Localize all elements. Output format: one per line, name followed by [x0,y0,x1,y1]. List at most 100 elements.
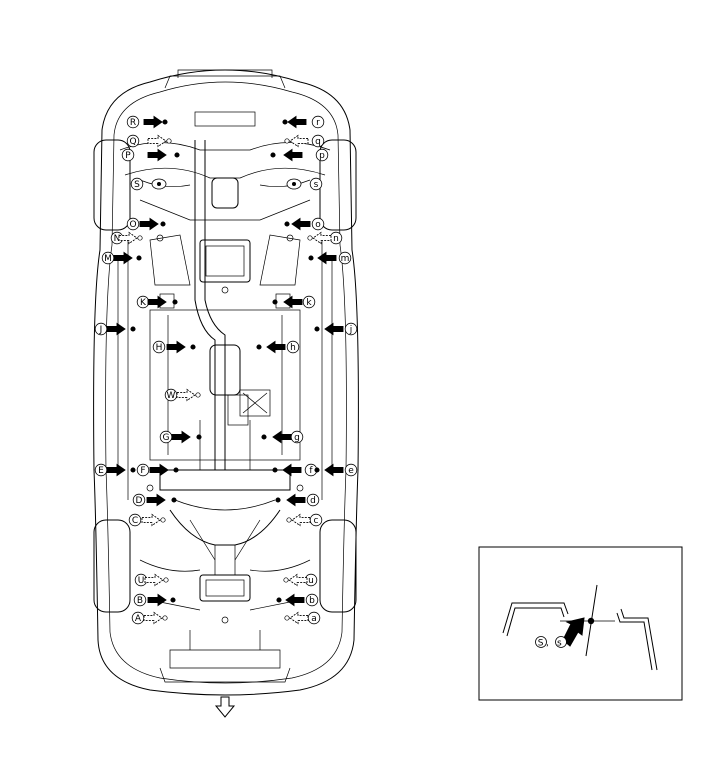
marker-q: q [284,134,325,148]
marker-O: O [126,217,166,231]
marker-p: p [270,148,329,162]
jack-point-dot [276,597,282,603]
marker-W: W [164,388,201,402]
wheels [93,139,357,613]
hollow-arrow-icon [143,611,163,625]
marker-B: B [133,593,176,607]
marker-circle [128,513,142,527]
marker-letter: G [163,433,170,443]
inset-jack-point-dot [587,617,595,625]
marker-letter: f [309,466,313,476]
jack-point-dot [171,497,177,503]
solid-arrow-icon [147,593,167,607]
solid-arrow-icon [147,148,167,162]
marker-circle [344,322,358,336]
solid-arrow-icon [317,251,337,265]
marker-circle [311,115,325,129]
marker-letter: d [310,496,316,506]
marker-circle [305,593,319,607]
marker-letter: Q [129,137,136,147]
jack-point-dot [160,517,166,523]
jack-point-dot [170,597,176,603]
jack-point-dot [162,119,168,125]
jack-point-dot [172,299,178,305]
marker-circle [126,217,140,231]
marker-N: N [110,231,143,245]
hollow-arrow-icon [141,513,161,527]
marker-letter: S [134,180,140,190]
bushing-center [157,182,161,186]
marker-letter: E [98,466,104,476]
rear-right-wheel [319,519,357,613]
marker-circle [126,115,140,129]
jack-point-dot [130,467,136,473]
jack-point-dot [275,497,281,503]
marker-r: r [282,115,325,129]
direction-arrow-icon [214,696,236,718]
marker-circle [121,148,135,162]
solid-arrow-icon [324,322,344,336]
jack-point-dot [137,235,143,241]
solid-arrow-icon [139,217,159,231]
marker-circle [306,493,320,507]
marker-H: H [152,340,196,354]
marker-letter: F [140,466,145,476]
solid-arrow-icon [291,217,311,231]
solid-arrow-icon [143,115,163,129]
marker-circle [164,388,178,402]
jack-point-dot [130,326,136,332]
marker-M: M [101,251,142,265]
marker-A: A [131,611,168,625]
marker-circle [132,493,146,507]
marker-letter: p [319,151,325,161]
marker-letter: j [349,325,353,335]
marker-letter: H [156,343,163,353]
jack-point-dot [284,138,290,144]
marker-circle [309,177,323,191]
marker-letter: a [311,614,317,624]
marker-E: E [94,463,136,477]
marker-g: g [261,430,304,444]
solid-arrow-icon [283,295,303,309]
jack-point-dot [307,235,313,241]
solid-arrow-icon [166,340,186,354]
marker-circle [126,134,140,148]
marker-letter: e [348,466,354,476]
jack-point-dot [272,467,278,473]
marker-h: h [256,340,300,354]
marker-letter: k [306,298,312,308]
marker-letter: o [315,220,321,230]
marker-u: u [283,573,318,587]
marker-letter: M [104,254,112,264]
vehicle-body-outline [93,69,359,696]
jack-point-dot [162,615,168,621]
hollow-arrow-icon [291,513,311,527]
jack-point-dot [160,221,166,227]
marker-circle [286,340,300,354]
marker-P: P [121,148,180,162]
marker-U: U [134,573,169,587]
marker-letter: q [315,137,321,147]
marker-letter: K [140,298,147,308]
marker-letter: h [290,343,296,353]
rear-left-wheel [93,519,131,613]
marker-K: K [136,295,178,309]
marker-letter: b [309,596,315,606]
solid-arrow-icon [146,493,166,507]
marker-a: a [284,611,321,625]
front-left-wheel [93,139,131,231]
solid-arrow-icon [286,493,306,507]
inset-solid-arrow-icon [562,617,585,647]
solid-arrow-icon [171,430,191,444]
marker-letter: A [135,614,142,624]
marker-circle [133,593,147,607]
marker-R: R [126,115,168,129]
jack-point-dot [308,255,314,261]
marker-letter: J [99,325,103,335]
marker-circle [302,295,316,309]
jack-point-dot [190,344,196,350]
solid-arrow-icon [266,340,286,354]
solid-arrow-icon [106,463,126,477]
hollow-arrow-icon [289,134,309,148]
